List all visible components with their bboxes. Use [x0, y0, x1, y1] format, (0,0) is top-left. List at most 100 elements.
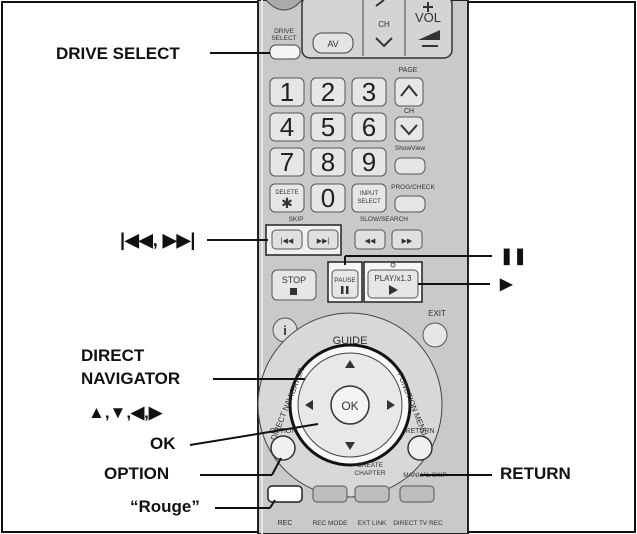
skip-callout: |◀◀, ▶▶|: [120, 230, 196, 250]
page-up-button[interactable]: [394, 77, 424, 107]
stop-label: STOP: [282, 275, 306, 285]
option-callout: OPTION: [104, 464, 170, 483]
drive-select-button[interactable]: [269, 44, 301, 60]
drive-select-callout: DRIVE SELECT: [56, 44, 180, 63]
right-arrow-icon: [387, 400, 395, 410]
chevron-up-icon: [400, 84, 418, 97]
arrows-callout: ▲,▼,◀,▶: [88, 403, 162, 422]
pause-callout: ❚❚: [500, 248, 527, 265]
page-label: PAGE: [399, 67, 418, 74]
green-button[interactable]: [312, 485, 348, 503]
digit-3: 3: [362, 77, 376, 107]
skip-back-button[interactable]: [271, 229, 303, 250]
leader-ok: [189, 423, 319, 446]
skip-forward-button[interactable]: [307, 229, 339, 250]
return-callout: RETURN: [500, 464, 571, 483]
digit-7: 7: [280, 147, 294, 177]
rec-mode-label: REC MODE: [312, 520, 348, 527]
option-label: OPTION: [270, 428, 297, 435]
ch-down-icon[interactable]: [375, 37, 393, 48]
slow-search-label: SLOW/SEARCH: [360, 216, 408, 223]
digit-8: 8: [321, 147, 335, 177]
digit-9: 9: [362, 147, 376, 177]
slow-forward-button[interactable]: [391, 229, 423, 250]
direct-navigator-callout-1: DIRECT: [81, 346, 145, 365]
play-label: PLAY/x1.3: [374, 274, 412, 283]
av-label: AV: [327, 39, 338, 49]
leader-lines: [189, 52, 492, 509]
play-callout: ▶: [500, 276, 513, 293]
digit-2: 2: [321, 77, 335, 107]
digit-0: 0: [321, 183, 335, 213]
exit-button[interactable]: [422, 322, 448, 348]
digit-3-button[interactable]: [351, 77, 387, 107]
pause-button[interactable]: [331, 269, 359, 299]
digit-9-button[interactable]: [351, 147, 387, 177]
ok-label: OK: [341, 399, 358, 413]
digit-5-button[interactable]: [310, 112, 346, 142]
input-select-button[interactable]: [351, 183, 387, 213]
skip-forward-icon: ▶▶|: [317, 238, 330, 245]
digit-6: 6: [362, 112, 376, 142]
return-label: RETURN: [405, 428, 434, 435]
digit-6-button[interactable]: [351, 112, 387, 142]
stop-button[interactable]: [271, 269, 317, 301]
digit-4-button[interactable]: [269, 112, 305, 142]
digit-7-button[interactable]: [269, 147, 305, 177]
digit-4: 4: [280, 112, 294, 142]
yellow-button[interactable]: [354, 485, 390, 503]
direct-navigator-callout-2: NAVIGATOR: [81, 369, 181, 388]
pause-label: PAUSE: [334, 277, 356, 284]
red-button[interactable]: [267, 485, 303, 503]
ch-label: CH: [378, 20, 390, 29]
rec-label: REC: [278, 520, 293, 527]
pause-icon: [341, 286, 344, 294]
ext-link-label: EXT LINK: [358, 520, 387, 527]
ok-button[interactable]: [330, 385, 370, 425]
skip-back-icon: |◀◀: [281, 238, 294, 245]
info-icon: i: [283, 323, 287, 338]
fast-forward-icon: ▶▶: [402, 238, 413, 245]
chevron-down-icon: [400, 124, 418, 136]
play-icon: [389, 285, 398, 295]
delete-button[interactable]: [269, 183, 305, 213]
guide-label: GUIDE: [333, 335, 368, 347]
left-arrow-icon: [305, 400, 313, 410]
ch-small-label: CH: [404, 108, 414, 115]
digit-0-button[interactable]: [310, 183, 346, 213]
showview-button[interactable]: [394, 157, 426, 175]
showview-label: ShowView: [395, 145, 426, 152]
stop-icon: [290, 288, 297, 295]
digit-1-button[interactable]: [269, 77, 305, 107]
digit-5: 5: [321, 112, 335, 142]
digit-8-button[interactable]: [310, 147, 346, 177]
skip-label: SKIP: [289, 216, 304, 223]
rewind-icon: ◀◀: [365, 238, 376, 245]
prog-check-label: PROG/CHECK: [391, 184, 435, 191]
vol-icon: [418, 30, 440, 40]
delete-label: DELETE: [275, 190, 298, 196]
star-icon: ✱: [281, 195, 293, 211]
down-arrow-icon: [345, 442, 355, 450]
prog-check-button[interactable]: [394, 195, 426, 213]
blue-button[interactable]: [399, 485, 435, 503]
up-arrow-icon: [345, 360, 355, 368]
digit-2-button[interactable]: [310, 77, 346, 107]
digit-1: 1: [280, 77, 294, 107]
ok-callout: OK: [150, 434, 176, 453]
exit-label: EXIT: [428, 309, 446, 318]
direct-tv-rec-label: DIRECT TV REC: [393, 520, 443, 527]
option-button[interactable]: [270, 435, 296, 461]
page-down-button[interactable]: [394, 116, 424, 142]
slow-back-button[interactable]: [354, 229, 386, 250]
rouge-callout: “Rouge”: [130, 497, 200, 516]
vol-label: VOL: [415, 10, 441, 25]
av-button[interactable]: [312, 32, 354, 54]
return-button[interactable]: [407, 435, 433, 461]
